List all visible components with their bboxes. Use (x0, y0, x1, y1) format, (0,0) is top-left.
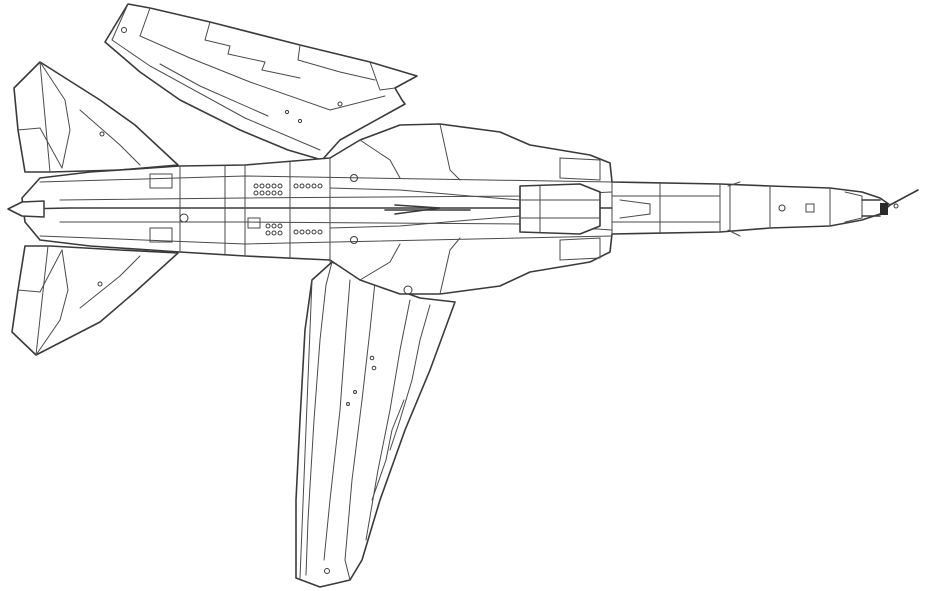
vent-panel-upper (253, 183, 323, 196)
vent-panel-lower (265, 223, 323, 236)
lower-wing (295, 261, 456, 588)
lower-tailplane (11, 245, 179, 356)
upper-wing (104, 3, 418, 161)
fuselage (7, 123, 919, 295)
